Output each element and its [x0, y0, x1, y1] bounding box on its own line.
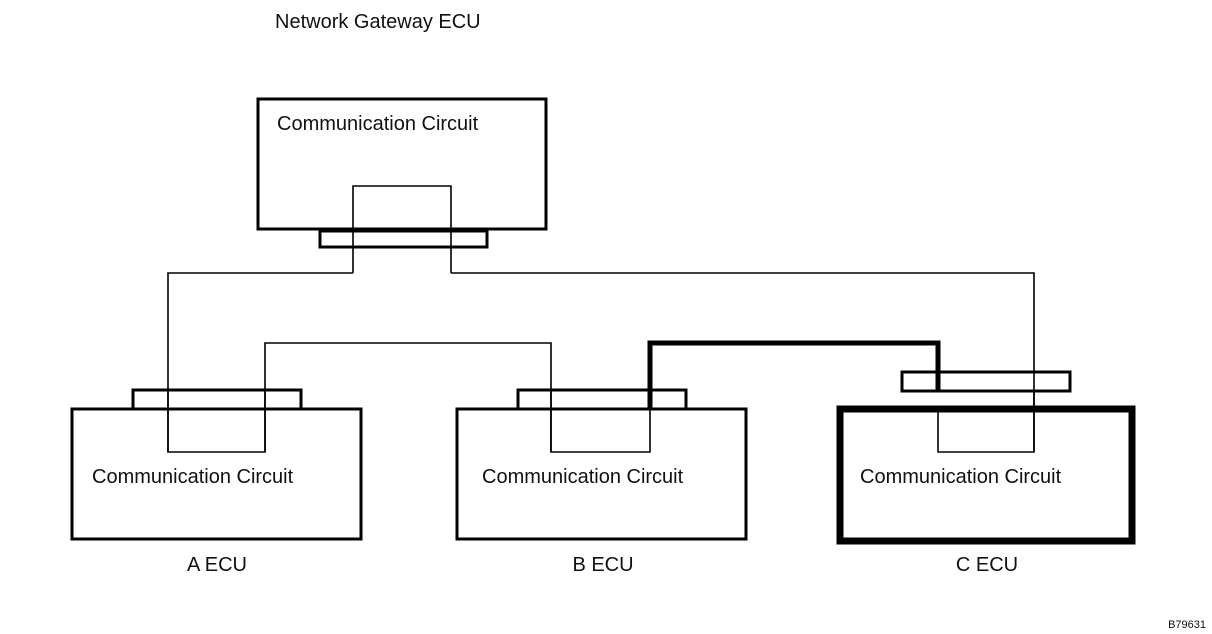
wire-gateway-to-a — [167, 272, 353, 452]
a-ecu-circuit-label: Communication Circuit — [92, 466, 294, 488]
a-ecu: Communication Circuit A ECU — [70, 388, 363, 576]
c-ecu-box — [836, 405, 1136, 545]
wire-a-to-b — [264, 342, 552, 452]
gateway-connector — [318, 229, 489, 249]
wire-b-to-c — [647, 340, 941, 410]
b-ecu-connector — [516, 388, 688, 411]
wire-gateway-to-c — [451, 272, 1035, 452]
a-ecu-connector — [131, 388, 303, 411]
b-ecu-name: B ECU — [572, 554, 633, 576]
c-ecu-circuit-label: Communication Circuit — [860, 466, 1062, 488]
c-ecu-name: C ECU — [956, 554, 1018, 576]
gateway-circuit-wire — [352, 185, 452, 273]
figure-code: B79631 — [1168, 619, 1206, 631]
gateway-circuit-label: Communication Circuit — [277, 113, 479, 135]
c-ecu-circuit-wire — [937, 391, 1035, 453]
b-ecu-circuit-label: Communication Circuit — [482, 466, 684, 488]
c-ecu-connector — [900, 370, 1072, 393]
b-ecu-box — [455, 407, 748, 541]
gateway-ecu-box — [256, 97, 548, 231]
a-ecu-box — [70, 407, 363, 541]
a-ecu-name: A ECU — [187, 554, 247, 576]
diagram-title: Network Gateway ECU — [275, 11, 481, 33]
b-ecu: Communication Circuit B ECU — [455, 343, 748, 576]
bus-wiring — [167, 272, 1035, 452]
c-ecu: Communication Circuit C ECU — [836, 343, 1136, 576]
gateway-ecu: Communication Circuit — [256, 97, 548, 273]
b-ecu-circuit-wire — [550, 390, 651, 453]
a-ecu-circuit-wire — [167, 390, 266, 453]
